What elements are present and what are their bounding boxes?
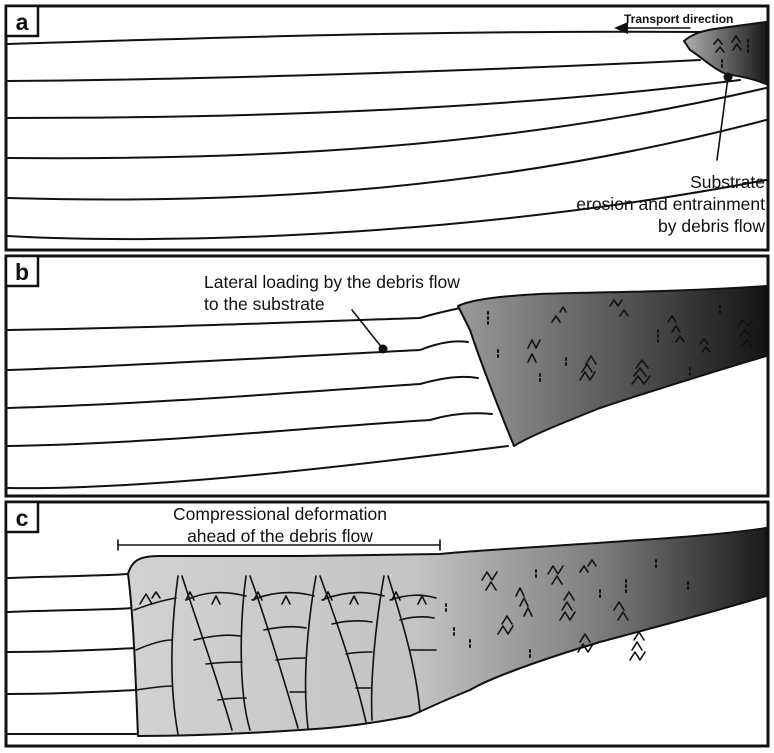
stratum-line [8, 32, 700, 44]
stratum-line [8, 80, 740, 118]
debris-flow-body [458, 286, 766, 446]
stratum-line [8, 690, 136, 694]
stratum-line [8, 120, 766, 200]
callout-line [717, 77, 728, 160]
stratum-line [8, 608, 134, 612]
panel-b: Lateral loading by the debris flow to th… [6, 256, 768, 496]
panel-c-label: c [16, 505, 29, 531]
stratum-line [8, 648, 136, 652]
panel-c: Compressional deformation ahead of the d… [6, 502, 768, 746]
compression-label-line1: Compressional deformation [173, 504, 387, 524]
panel-a-label: a [16, 9, 29, 35]
substrate-label-line2: erosion and entrainment [576, 194, 765, 214]
loading-label-line1: Lateral loading by the debris flow [204, 272, 460, 292]
loading-label-line2: to the substrate [204, 294, 325, 314]
stratum-line [8, 377, 478, 408]
panel-a: Transport direction Substrate erosion an… [6, 6, 768, 250]
stratum-line [8, 341, 468, 370]
stratum-line [8, 413, 492, 446]
compression-label-line2: ahead of the debris flow [187, 526, 373, 546]
transport-direction-label: Transport direction [624, 12, 733, 26]
callout-line [352, 310, 383, 349]
stratum-line [8, 446, 508, 488]
substrate-label-line3: by debris flow [658, 216, 765, 236]
panel-b-label: b [15, 259, 29, 285]
stratum-line [8, 60, 700, 81]
fold-mark [630, 632, 645, 660]
substrate-label-line1: Substrate [690, 172, 765, 192]
stratum-line [8, 574, 128, 578]
